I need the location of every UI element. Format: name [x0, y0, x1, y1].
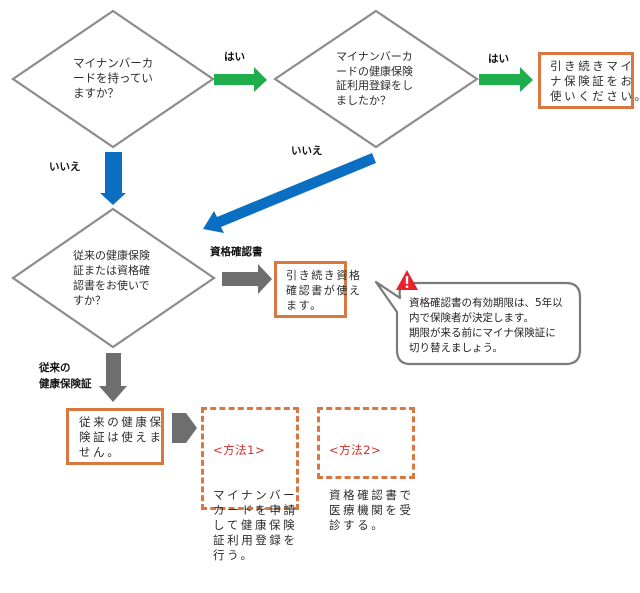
- yes-arrow-q2: [479, 67, 533, 92]
- old-card-arrow: [99, 353, 127, 402]
- warning-callout-bubble: [374, 280, 582, 366]
- result-mynumber-card-text: 引き続きマイ ナ保険証をお 使いください。: [550, 59, 640, 103]
- to-methods-arrow: [172, 413, 197, 443]
- question-q3-text: 従来の健康保険 証または資格確 認書をお使いで すか？: [73, 249, 150, 307]
- result-box-mynumber-card: 引き続きマイ ナ保険証をお 使いください。: [538, 52, 640, 109]
- result-box-certificate: 引き続き資格 確認書が使え ます。: [274, 261, 362, 318]
- decision-diamond-q2: [273, 9, 479, 149]
- method-box-2: <方法2> 資格確認書で 医療機関を受 診する。: [317, 407, 415, 532]
- result-old-card-text: 従来の健康保 険証は使えま せん。: [79, 415, 164, 459]
- result-box-old-card: 従来の健康保 険証は使えま せん。: [66, 408, 164, 465]
- no-arrow-q2: [203, 153, 376, 233]
- method-2-title: <方法2>: [329, 443, 382, 457]
- method-1-title: <方法1>: [213, 443, 266, 457]
- yes-arrow-q1: [214, 67, 267, 92]
- result-certificate-text: 引き続き資格 確認書が使え ます。: [286, 269, 362, 312]
- label-q1-no: いいえ: [49, 161, 81, 173]
- question-q2-text: マイナンバーカ ードの健康保険 証利用登録をし ましたか？: [336, 50, 413, 107]
- label-q2-no: いいえ: [291, 145, 323, 157]
- label-q3-old-card: 従来の 健康保険証: [39, 362, 92, 390]
- method-box-1: <方法1> マイナンバー カードを申請 して健康保険 証利用登録を 行う。: [201, 407, 299, 562]
- decision-diamond-q3: [11, 207, 216, 349]
- method-1-text: マイナンバー カードを申請 して健康保険 証利用登録を 行う。: [213, 488, 298, 562]
- no-arrow-q1: [100, 152, 126, 205]
- label-q1-yes: はい: [224, 51, 245, 63]
- decision-diamond-q1: [11, 9, 215, 149]
- certificate-arrow: [222, 264, 272, 294]
- flowchart-canvas: [11, 9, 582, 443]
- warning-callout-text: 資格確認書の有効期限は、5年以 内で保険者が決定します。 期限が来る前にマイナ保…: [409, 297, 563, 354]
- label-q2-yes: はい: [488, 53, 509, 65]
- label-q3-certificate: 資格確認書: [210, 246, 263, 258]
- warning-icon: [396, 270, 418, 290]
- question-q1-text: マイナンバーカ ードを持ってい ますか？: [73, 56, 154, 100]
- method-2-text: 資格確認書で 医療機関を受 診する。: [329, 488, 414, 532]
